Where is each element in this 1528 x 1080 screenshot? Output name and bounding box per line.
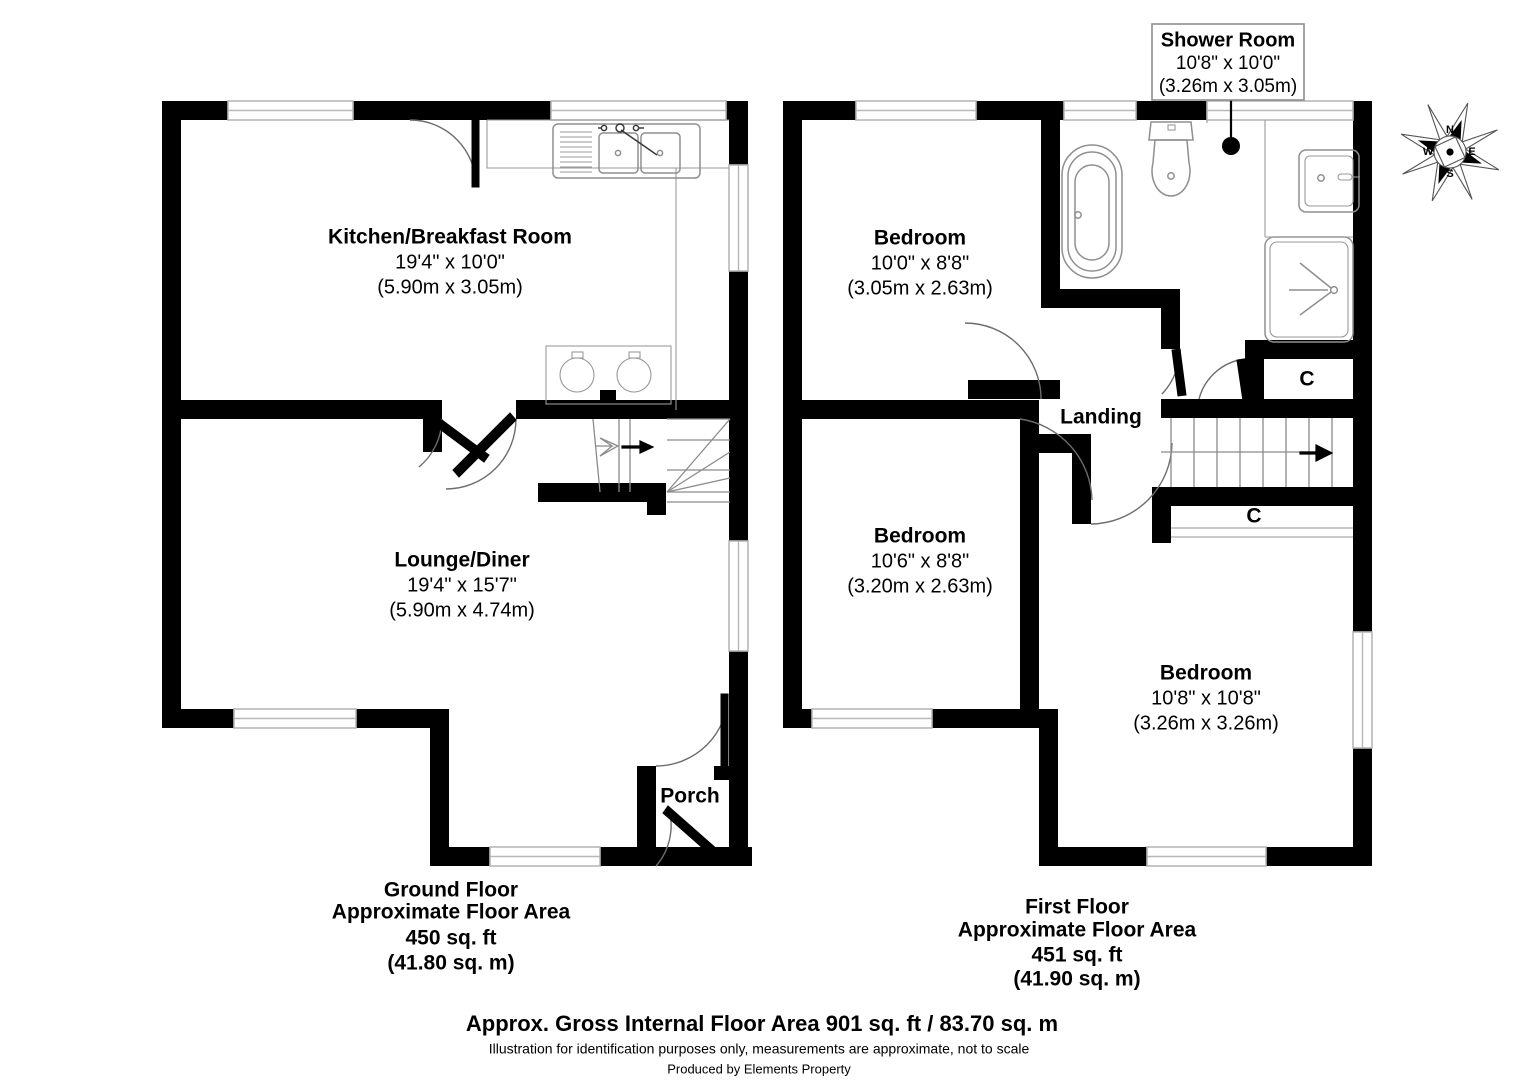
room-label-shower-dim-imperial: 10'8" x 10'0" [1176,53,1280,74]
shower-room-door [1161,348,1187,397]
room-label-bedroom1-dim-metric: (3.05m x 2.63m) [847,277,993,299]
staircase-ground [592,418,731,503]
bedroom1-door [964,322,1042,400]
ground-floor-internal-walls [162,390,730,866]
compass-east-label: E [1468,146,1475,158]
ground-floor-caption-area-ft: 450 sq. ft [405,927,496,950]
room-label-landing: Landing [1060,406,1142,429]
compass-west-label: W [1423,146,1434,158]
cupboard-lower-outline [1171,527,1353,538]
room-label-lounge-dim-metric: (5.90m x 4.74m) [389,599,535,621]
cupboard-upper-door [1198,358,1252,402]
room-label-lounge-dim-imperial: 19'4" x 15'7" [407,574,517,596]
staircase-first [1161,418,1334,487]
first-floor-caption-area-ft: 451 sq. ft [1031,944,1122,967]
ground-floor-caption: Ground Floor Approximate Floor Area 450 … [332,879,571,975]
shower-tray-icon [1264,236,1354,343]
first-floor-caption-area-label: Approximate Floor Area [958,919,1197,942]
kitchen-sink-icon [552,123,701,179]
room-label-porch: Porch [660,785,720,808]
room-label-kitchen-name: Kitchen/Breakfast Room [328,226,572,249]
room-label-bedroom2-name: Bedroom [874,525,966,548]
first-floor-labels: Bedroom 10'0" x 8'8" (3.05m x 2.63m) Bed… [847,227,1314,735]
room-label-shower-name: Shower Room [1161,29,1295,51]
wash-basin-icon [1298,149,1360,213]
first-floor-caption-area-m: (41.90 sq. m) [1013,968,1140,991]
kitchen-worktop [486,119,729,410]
ground-floor-windows [227,100,749,867]
callout-dot [1222,137,1240,155]
room-label-bedroom3-dim-metric: (3.26m x 3.26m) [1133,712,1279,734]
compass-rose-icon: N E S W [1400,102,1500,202]
footer-gross-area: Approx. Gross Internal Floor Area 901 sq… [466,1011,1058,1036]
footer-producer: Produced by Elements Property [667,1061,851,1076]
room-label-kitchen-dim-imperial: 19'4" x 10'0" [395,251,505,273]
room-label-bedroom2-dim-imperial: 10'6" x 8'8" [871,550,970,572]
kitchen-door [409,118,480,188]
porch-inner-door [655,805,728,867]
first-floor-caption: First Floor Approximate Floor Area 451 s… [958,896,1197,991]
room-label-bedroom2-dim-metric: (3.20m x 2.63m) [847,575,993,597]
ground-floor-caption-area-m: (41.80 sq. m) [387,952,514,975]
cupboard-lower-label: C [1246,505,1261,528]
toilet-icon [1148,121,1194,197]
footer-disclaimer: Illustration for identification purposes… [489,1041,1030,1057]
room-label-shower-dim-metric: (3.26m x 3.05m) [1159,76,1297,97]
room-label-bedroom3-name: Bedroom [1160,662,1252,685]
shower-room-callout: Shower Room 10'8" x 10'0" (3.26m x 3.05m… [1151,23,1305,155]
bedroom3-door [1090,442,1173,525]
bathtub-icon [1061,144,1123,279]
room-label-bedroom1-name: Bedroom [874,227,966,250]
ground-floor-labels: Kitchen/Breakfast Room 19'4" x 10'0" (5.… [328,226,720,808]
cupboard-upper-label: C [1299,368,1314,391]
first-floor-caption-title: First Floor [1025,896,1129,919]
first-floor-windows [811,100,1373,867]
room-label-bedroom3-dim-imperial: 10'8" x 10'8" [1151,687,1261,709]
room-label-kitchen-dim-metric: (5.90m x 3.05m) [377,276,523,298]
compass-north-label: N [1446,124,1454,136]
room-label-lounge-name: Lounge/Diner [394,549,529,572]
ground-floor-plan: Kitchen/Breakfast Room 19'4" x 10'0" (5.… [162,100,752,867]
compass-south-label: S [1446,168,1453,180]
hall-door [445,412,517,490]
bathroom-fittings [1061,120,1360,343]
ground-floor-caption-area-label: Approximate Floor Area [332,901,571,924]
ground-floor-caption-title: Ground Floor [384,879,518,902]
first-floor-internal-walls [783,120,1353,709]
room-label-bedroom1-dim-imperial: 10'0" x 8'8" [871,252,970,274]
footer-block: Approx. Gross Internal Floor Area 901 sq… [466,1011,1058,1077]
porch-outer-door [655,693,729,767]
first-floor-plan: Shower Room 10'8" x 10'0" (3.26m x 3.05m… [783,23,1373,867]
bedroom2-door [1019,418,1093,501]
kitchen-hob-icon [545,345,672,405]
